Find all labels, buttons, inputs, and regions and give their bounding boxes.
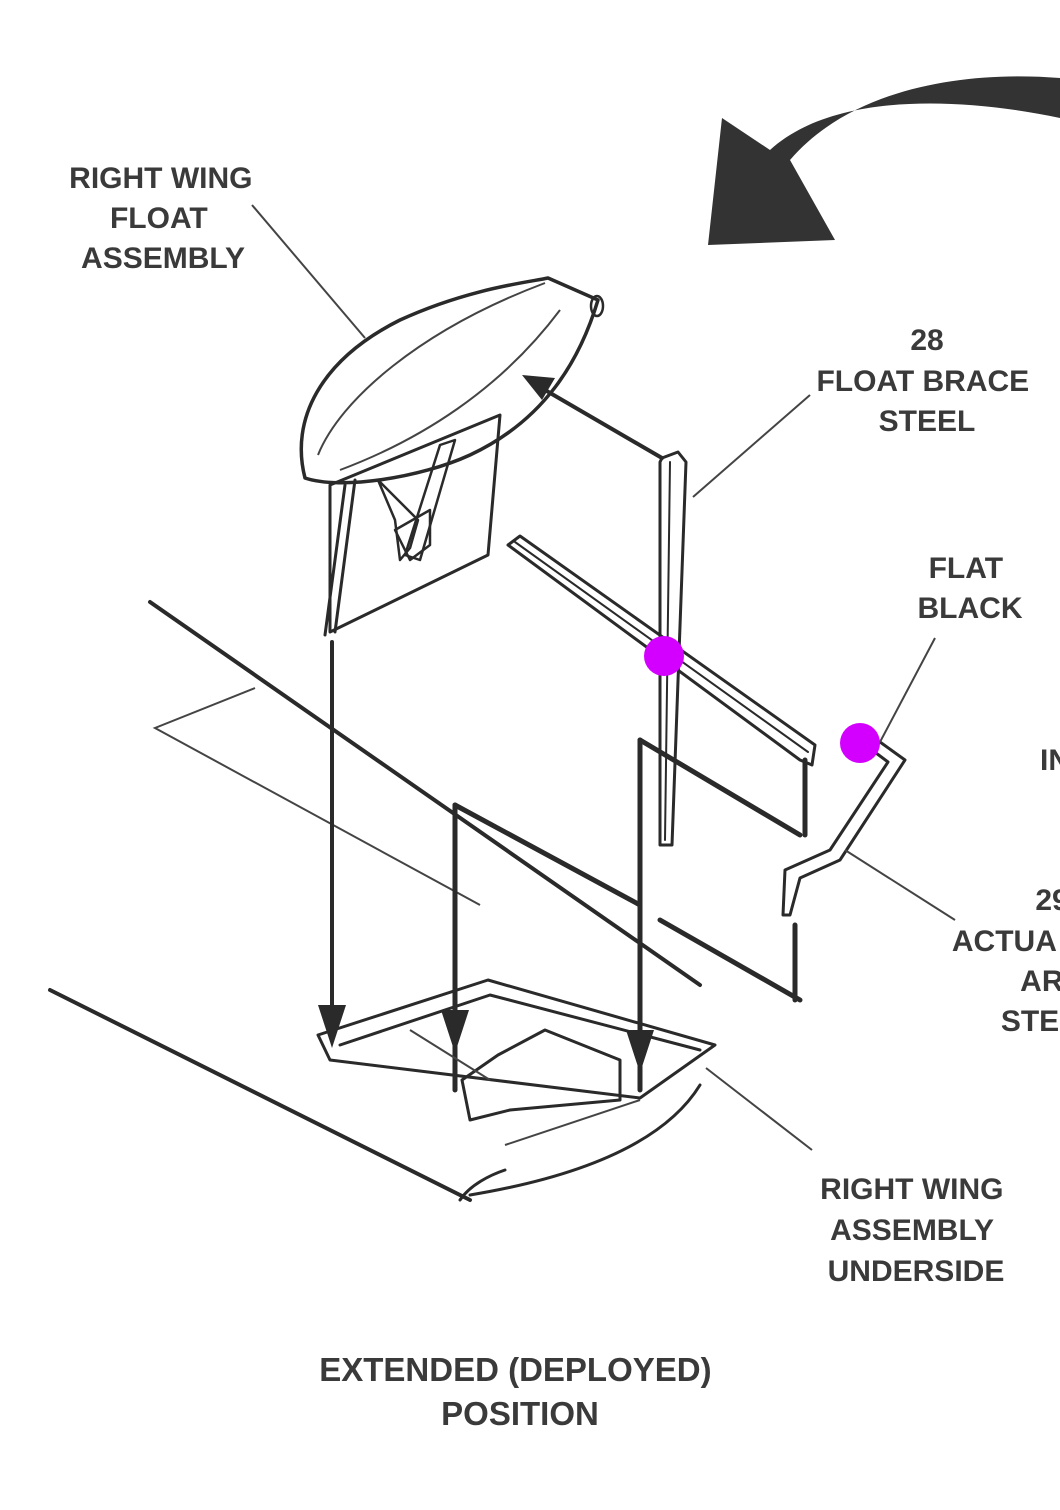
rotation-arrow-icon <box>708 76 1060 245</box>
diagram-caption: EXTENDED (DEPLOYED) POSITION <box>319 1351 721 1432</box>
arrow-head-icon <box>522 375 555 400</box>
clipped-label-in: IN <box>1040 744 1060 777</box>
wing-underside-label: RIGHT WING ASSEMBLY UNDERSIDE <box>820 1173 1012 1288</box>
float-brace-number: 28 <box>910 324 943 357</box>
wing-underside-drawing <box>316 978 717 1202</box>
float-brace-label: FLOAT BRACE STEEL <box>816 365 1037 438</box>
actuator-number: 29 <box>1035 884 1060 917</box>
arrow-head-icon <box>626 1030 654 1073</box>
actuator-label: ACTUA AR STE <box>952 925 1060 1038</box>
assembly-guide-arrows <box>318 640 654 1073</box>
arrow-head-icon <box>318 1005 346 1048</box>
float-assembly-drawing <box>299 276 605 637</box>
actuator-arm-drawing <box>452 737 907 1093</box>
flat-black-label: FLAT BLACK <box>918 552 1023 625</box>
float-brace-drawing <box>506 375 817 847</box>
arrow-head-icon <box>441 1010 469 1053</box>
leader-lines <box>251 204 956 1151</box>
marker-brace-crossing <box>644 636 684 676</box>
marker-flat-black-tip <box>840 723 880 763</box>
float-assembly-label: RIGHT WING FLOAT ASSEMBLY <box>69 162 261 275</box>
wing-outline <box>48 600 702 1202</box>
